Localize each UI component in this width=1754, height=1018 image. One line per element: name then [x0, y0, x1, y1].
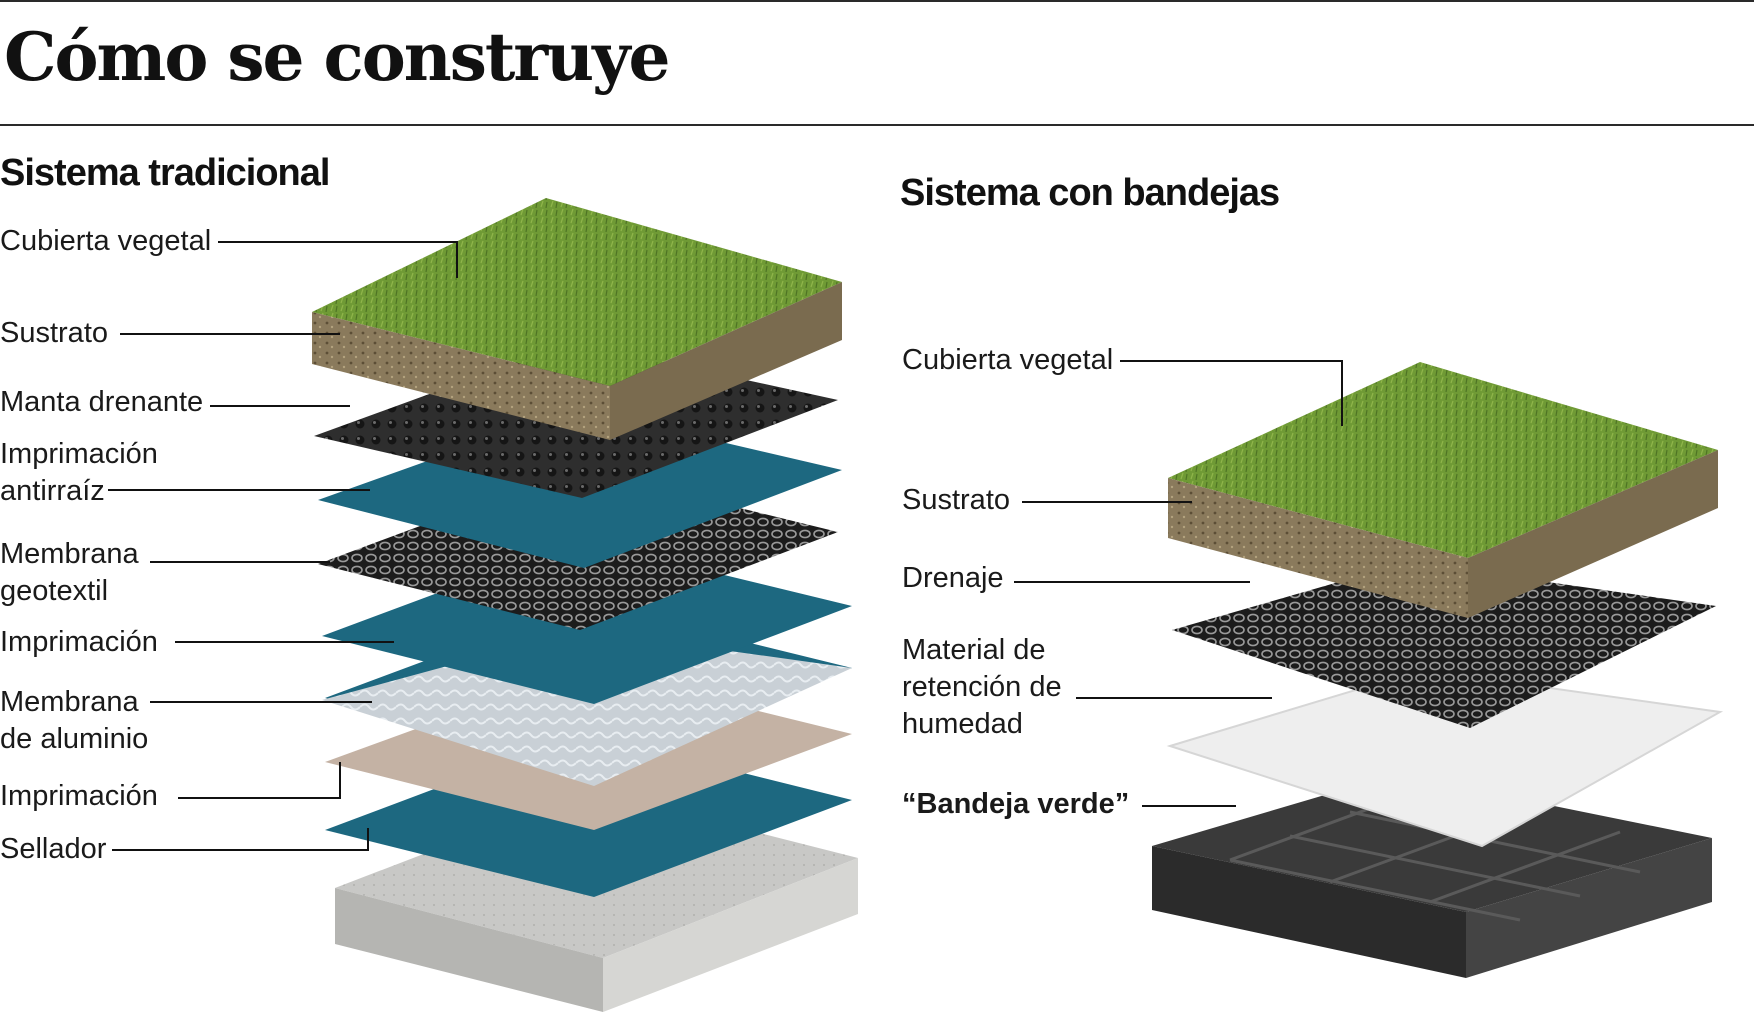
- tray-grass-block: [1168, 362, 1718, 618]
- label-tray-drenaje: Drenaje: [902, 562, 1004, 594]
- leader-trad-cubierta: [218, 241, 458, 278]
- label-trad-sellador: Sellador: [0, 833, 107, 865]
- tray-drenaje-sheet: [1172, 562, 1716, 728]
- page-title: Cómo se construye: [4, 18, 670, 96]
- label-tray-sustrato: Sustrato: [902, 484, 1010, 516]
- title-rule: [0, 124, 1754, 126]
- tray-bandeja-verde: [1152, 774, 1712, 978]
- label-trad-imprimacion-2: Imprimación: [0, 780, 158, 812]
- label-trad-sustrato: Sustrato: [0, 317, 108, 349]
- label-tray-cubierta: Cubierta vegetal: [902, 344, 1114, 376]
- label-tray-bandeja: “Bandeja verde”: [902, 788, 1130, 820]
- leader-tray-cubierta: [1120, 360, 1343, 426]
- label-tray-retencion: Material de retención de humedad: [902, 634, 1062, 740]
- label-trad-manta: Manta drenante: [0, 386, 204, 418]
- trad-grass-block: [312, 198, 842, 440]
- traditional-heading: Sistema tradicional: [0, 152, 330, 194]
- leader-trad-sellador: [112, 828, 369, 851]
- leader-trad-imprimacion-2: [178, 762, 341, 799]
- label-trad-cubierta: Cubierta vegetal: [0, 225, 212, 257]
- top-rule: [0, 0, 1754, 2]
- label-trad-imprimacion-1: Imprimación: [0, 626, 158, 658]
- label-trad-imprimacion-antirraiz: Imprimación antirraíz: [0, 438, 158, 507]
- trays-heading: Sistema con bandejas: [900, 172, 1280, 214]
- label-trad-aluminio: Membrana de aluminio: [0, 686, 149, 755]
- tray-retencion-sheet: [1166, 668, 1724, 848]
- label-trad-geotextil: Membrana geotextil: [0, 538, 139, 607]
